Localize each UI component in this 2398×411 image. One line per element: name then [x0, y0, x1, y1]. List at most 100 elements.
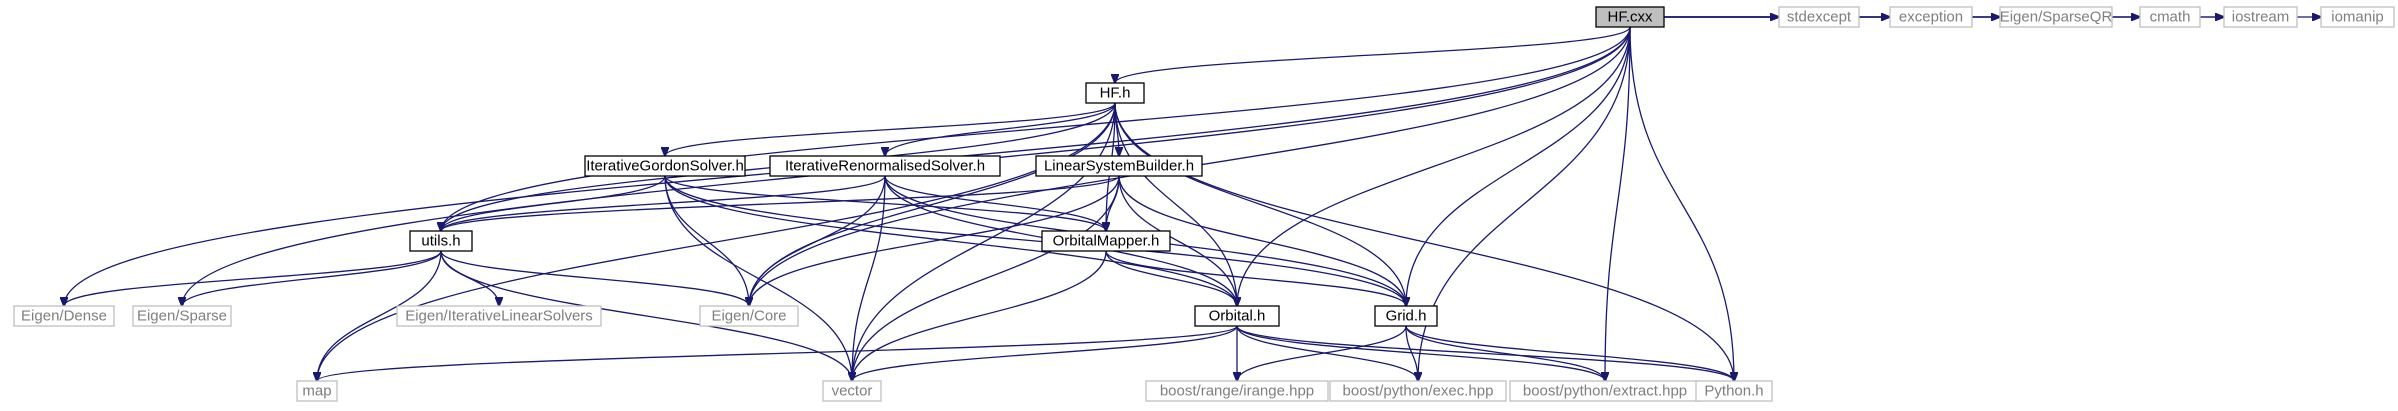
edge-hfcxx-to-exec — [1418, 26, 1631, 381]
edge-lsb-to-om — [1106, 175, 1120, 231]
node-box — [699, 305, 799, 327]
node-box — [1778, 6, 1860, 28]
edge-hfcxx-to-python — [1629, 26, 1734, 381]
node-map: map — [296, 380, 338, 402]
edge-igs-to-utils — [441, 175, 666, 231]
edge-igs-to-orb — [664, 175, 1237, 306]
node-vector: vector — [822, 380, 882, 402]
node-exec: boost/python/exec.hpp — [1329, 380, 1507, 402]
node-box — [822, 380, 882, 402]
node-label: Eigen/Sparse — [137, 308, 227, 325]
node-box — [396, 305, 602, 327]
node-orb[interactable]: Orbital.h — [1194, 305, 1280, 327]
edge-lsb-to-vector — [852, 175, 1120, 381]
node-irs[interactable]: IterativeRenormalisedSolver.h — [769, 155, 1001, 177]
node-core: Eigen/Core — [699, 305, 799, 327]
node-sparseqr: Eigen/SparseQR — [1999, 6, 2113, 28]
node-iomanip: iomanip — [2320, 6, 2395, 28]
edge-utils-to-vector — [440, 250, 852, 381]
edge-hfcxx-to-grid — [1406, 26, 1631, 306]
node-box — [1194, 305, 1280, 327]
node-label: Eigen/Core — [711, 308, 786, 325]
edge-orb-to-map — [317, 325, 1238, 381]
edge-lsb-to-grid — [1118, 175, 1406, 306]
node-lsb[interactable]: LinearSystemBuilder.h — [1035, 155, 1203, 177]
node-box — [769, 155, 1001, 177]
edge-hfh-to-irs — [885, 102, 1116, 156]
edge-lsb-to-core — [749, 175, 1120, 306]
edge-lsb-to-utils — [441, 175, 1120, 231]
edge-grid-to-exec — [1405, 325, 1418, 381]
node-box — [409, 230, 473, 252]
node-label: iomanip — [2331, 9, 2384, 26]
node-grid[interactable]: Grid.h — [1374, 305, 1438, 327]
node-label: Eigen/IterativeLinearSolvers — [405, 308, 593, 325]
node-box — [1889, 6, 1973, 28]
node-label: Eigen/Dense — [21, 308, 107, 325]
node-box — [1695, 380, 1773, 402]
node-label: exception — [1899, 9, 1963, 26]
node-box — [2320, 6, 2395, 28]
node-box — [1329, 380, 1507, 402]
edge-utils-to-sparse — [182, 250, 442, 306]
node-cmath: cmath — [2139, 6, 2201, 28]
edge-lsb-to-orb — [1118, 175, 1237, 306]
node-hfh[interactable]: HF.h — [1085, 82, 1145, 104]
edge-orb-to-extract — [1236, 325, 1605, 381]
edge-irs-to-core — [749, 175, 886, 306]
edge-hfh-to-orb — [1114, 102, 1237, 306]
node-box — [2139, 6, 2201, 28]
edge-hfh-to-python — [1114, 102, 1734, 381]
node-iterlin: Eigen/IterativeLinearSolvers — [396, 305, 602, 327]
edge-hfh-to-igs — [665, 102, 1116, 156]
edge-hfcxx-to-orb — [1237, 26, 1631, 306]
node-label: boost/python/exec.hpp — [1343, 383, 1494, 400]
node-hfcxx: HF.cxx — [1595, 6, 1665, 28]
node-om[interactable]: OrbitalMapper.h — [1041, 230, 1171, 252]
node-label: boost/python/extract.hpp — [1523, 383, 1687, 400]
node-label: IterativeRenormalisedSolver.h — [785, 158, 985, 175]
edge-grid-to-irange — [1237, 325, 1407, 381]
node-label: Eigen/SparseQR — [2000, 9, 2113, 26]
node-utils[interactable]: utils.h — [409, 230, 473, 252]
edge-hfh-to-core — [749, 102, 1116, 306]
edge-om-to-grid — [1105, 250, 1406, 306]
edge-hfcxx-to-hfh — [1115, 26, 1631, 83]
node-box — [1035, 155, 1203, 177]
node-label: OrbitalMapper.h — [1053, 233, 1160, 250]
edge-irs-to-utils — [441, 175, 886, 231]
edge-orb-to-exec — [1236, 325, 1418, 381]
node-exception: exception — [1889, 6, 1973, 28]
node-label: iostream — [2232, 9, 2290, 26]
node-sparse: Eigen/Sparse — [132, 305, 232, 327]
node-igs[interactable]: IterativeGordonSolver.h — [584, 155, 746, 177]
node-box — [1041, 230, 1171, 252]
edge-utils-to-dense — [64, 250, 442, 306]
edge-orb-to-python — [1236, 325, 1734, 381]
edge-irs-to-om — [884, 175, 1106, 231]
node-box — [1374, 305, 1438, 327]
node-box — [2223, 6, 2298, 28]
edge-om-to-vector — [852, 250, 1107, 381]
edge-hfcxx-to-extract — [1605, 26, 1631, 381]
node-label: Orbital.h — [1209, 308, 1266, 325]
node-box — [1085, 82, 1145, 104]
node-label: HF.cxx — [1608, 9, 1654, 26]
node-label: Grid.h — [1386, 308, 1427, 325]
node-dense: Eigen/Dense — [13, 305, 115, 327]
node-box — [584, 155, 746, 177]
edge-irs-to-vector — [852, 175, 886, 381]
edge-hfh-to-grid — [1114, 102, 1406, 306]
edge-grid-to-python — [1405, 325, 1734, 381]
edge-igs-to-om — [664, 175, 1106, 231]
node-box — [296, 380, 338, 402]
edge-orb-to-vector — [852, 325, 1238, 381]
node-box — [1999, 6, 2113, 28]
edge-grid-to-extract — [1405, 325, 1605, 381]
edge-hfcxx-to-utils — [441, 26, 1631, 231]
node-label: IterativeGordonSolver.h — [586, 158, 744, 175]
edge-hfh-to-vector — [852, 102, 1116, 381]
node-iostream: iostream — [2223, 6, 2298, 28]
